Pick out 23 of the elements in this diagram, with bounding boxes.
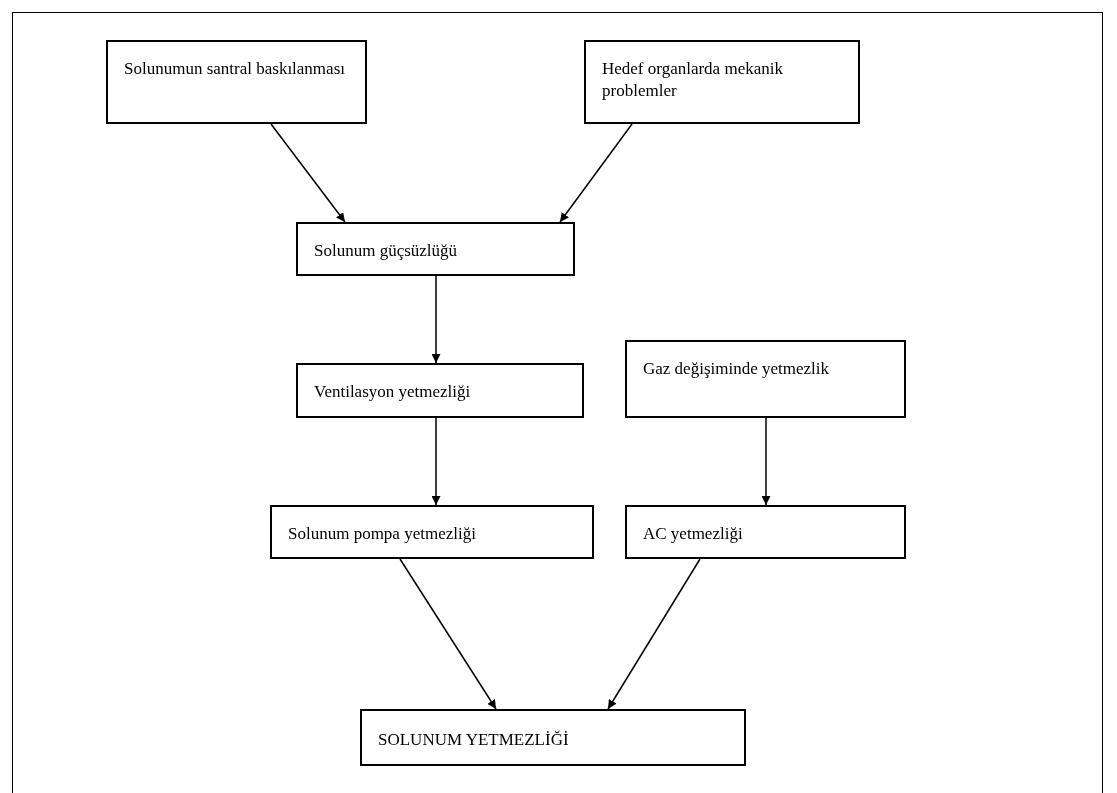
arrow	[270, 123, 346, 223]
process-box	[625, 340, 906, 418]
box-label: AC yetmezliği	[643, 524, 743, 543]
process-box	[296, 363, 584, 418]
box-label: Gaz değişiminde yetmezlik	[643, 359, 829, 378]
process-box	[584, 40, 860, 124]
box-label: SOLUNUM YETMEZLİĞİ	[378, 730, 569, 749]
arrow	[559, 123, 633, 223]
arrow	[607, 558, 701, 710]
process-box	[296, 222, 575, 276]
process-box	[106, 40, 367, 124]
process-box	[625, 505, 906, 559]
process-box	[270, 505, 594, 559]
arrow	[399, 558, 497, 710]
process-box	[360, 709, 746, 766]
box-label: Hedef organlarda mekanik problemler	[602, 59, 783, 100]
box-label: Solunum güçsüzlüğü	[314, 241, 458, 260]
arrow	[431, 417, 441, 506]
arrow	[431, 275, 441, 364]
box-label: Ventilasyon yetmezliği	[314, 382, 471, 401]
arrow	[761, 417, 771, 506]
box-label: Solunum pompa yetmezliği	[288, 524, 476, 543]
box-label: Solunumun santral baskılanması	[124, 59, 345, 78]
